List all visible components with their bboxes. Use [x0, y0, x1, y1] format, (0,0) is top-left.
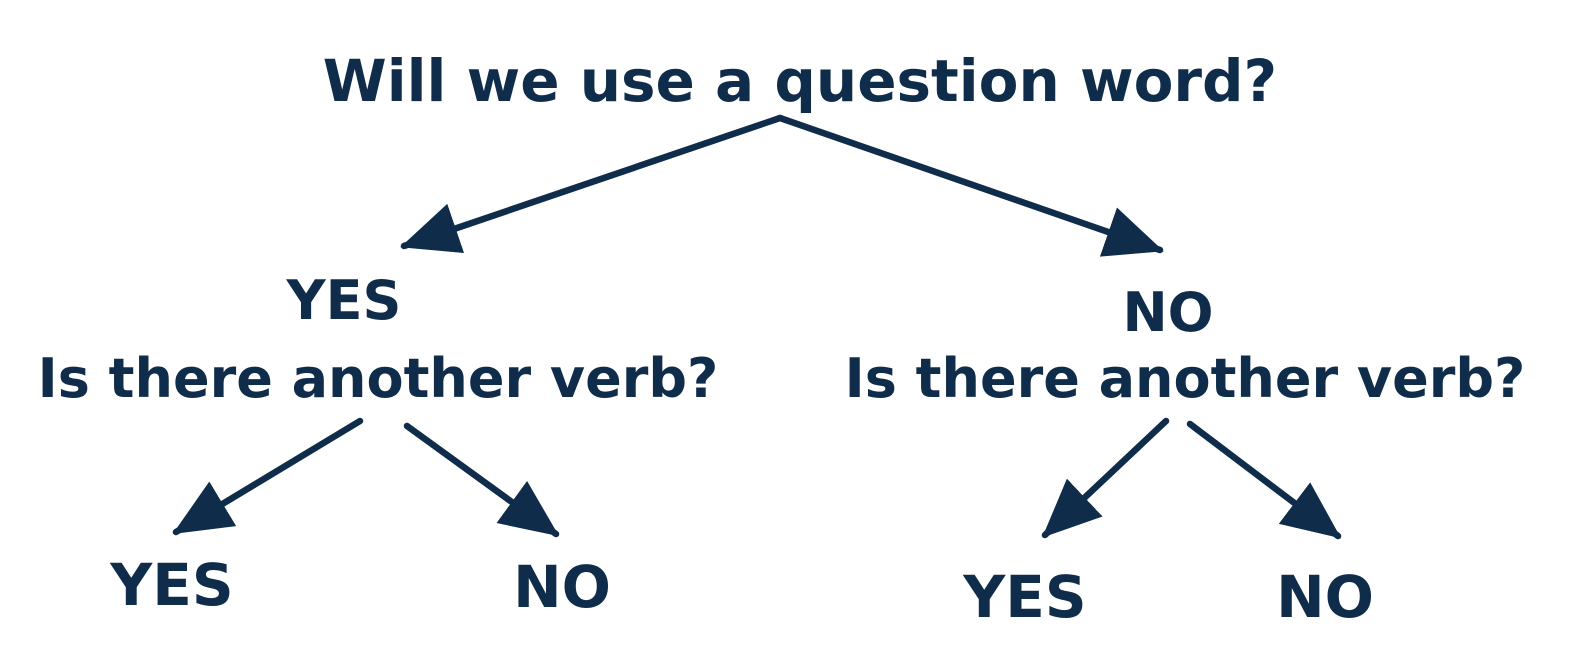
right-question-to-yes-arrow: [1041, 417, 1170, 539]
right-branch-answer: NO: [1122, 281, 1214, 344]
root-to-yes-arrow: [400, 114, 784, 254]
left-question-to-yes-arrow: [172, 417, 364, 536]
right-branch-question: Is there another verb?: [844, 347, 1526, 410]
right-branch-no-leaf: NO: [1276, 563, 1374, 631]
right-question-to-no-arrow: [1186, 420, 1342, 540]
left-branch-yes-leaf: YES: [110, 551, 234, 619]
left-branch-no-leaf: NO: [513, 553, 611, 621]
left-branch-question: Is there another verb?: [37, 347, 719, 410]
root-to-no-arrow: [776, 114, 1164, 257]
left-question-to-no-arrow: [403, 422, 560, 538]
left-branch-answer: YES: [286, 269, 402, 332]
root-question: Will we use a question word?: [322, 47, 1278, 115]
right-branch-yes-leaf: YES: [963, 563, 1087, 631]
